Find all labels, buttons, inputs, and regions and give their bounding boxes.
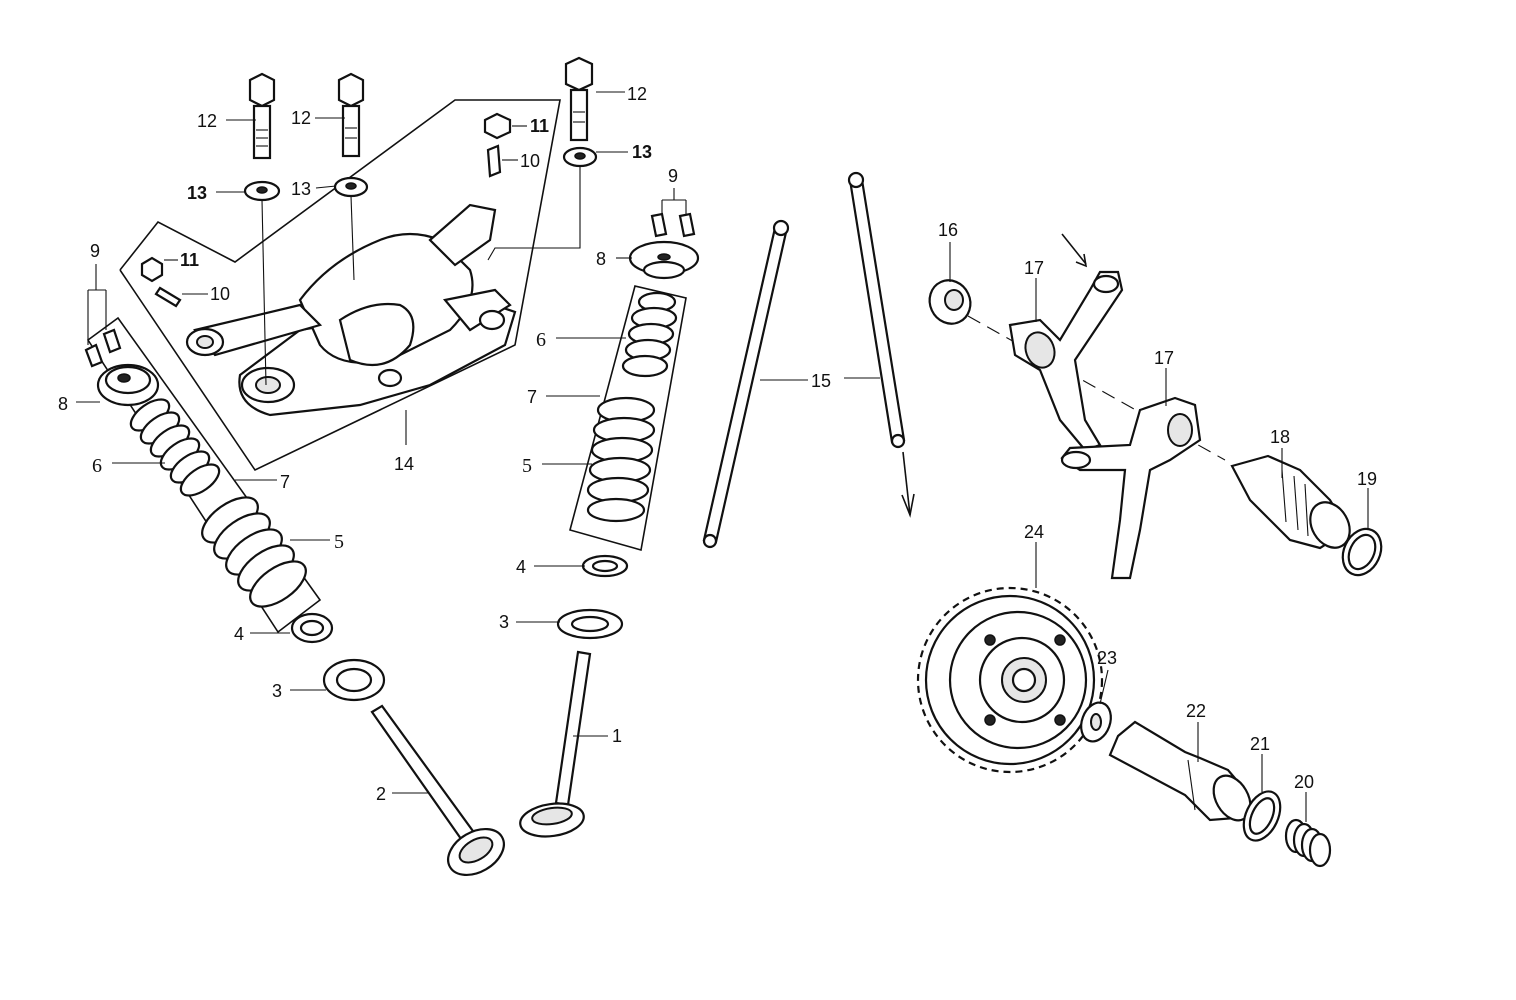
label-7-left: 7 <box>280 472 290 492</box>
label-12-right: 12 <box>627 84 647 104</box>
label-9-middle: 9 <box>668 166 678 186</box>
label-24: 24 <box>1024 522 1044 542</box>
label-18: 18 <box>1270 427 1290 447</box>
label-10-top: 10 <box>520 151 540 171</box>
nut-and-stud-top <box>483 112 512 178</box>
cam-follower-assembly <box>928 233 1383 580</box>
inner-spring-left <box>129 398 221 497</box>
label-5-middle: 5 <box>522 455 532 477</box>
label-21: 21 <box>1250 734 1270 754</box>
nut-and-stud-left <box>140 256 182 308</box>
label-12-left: 12 <box>197 111 217 131</box>
label-12-middle: 12 <box>291 108 311 128</box>
label-17-upper: 17 <box>1024 258 1044 278</box>
label-4-middle: 4 <box>516 557 526 577</box>
cam-gear-assembly <box>916 586 1332 868</box>
label-20: 20 <box>1294 772 1314 792</box>
label-22: 22 <box>1186 701 1206 721</box>
label-4-left: 4 <box>234 624 244 644</box>
leader-lines <box>76 91 1369 822</box>
label-19: 19 <box>1357 469 1377 489</box>
cam-gear <box>916 586 1104 774</box>
inner-spring-middle <box>621 291 678 378</box>
label-8-left: 8 <box>58 394 68 414</box>
label-17-lower: 17 <box>1154 348 1174 368</box>
label-10-left: 10 <box>210 284 230 304</box>
small-spring <box>1284 818 1332 868</box>
part-labels: 12 12 12 13 13 13 11 10 11 10 9 9 8 8 6 … <box>58 84 1377 804</box>
label-13-right: 13 <box>632 142 652 162</box>
label-23: 23 <box>1097 648 1117 668</box>
label-13-left: 13 <box>187 183 207 203</box>
bolt-and-washer-left <box>243 72 281 386</box>
outer-spring-middle <box>586 396 656 523</box>
rocker-arm-assembly <box>119 99 561 472</box>
label-6-left: 6 <box>92 455 102 477</box>
label-11-top: 11 <box>530 116 549 136</box>
left-valve-train <box>84 316 505 877</box>
label-2: 2 <box>376 784 386 804</box>
label-6-middle: 6 <box>536 329 546 351</box>
label-7-middle: 7 <box>527 387 537 407</box>
label-3-middle: 3 <box>499 612 509 632</box>
label-8-middle: 8 <box>596 249 606 269</box>
intake-valve <box>519 650 592 838</box>
push-rods <box>702 171 915 549</box>
bolt-and-washer-middle <box>333 72 369 281</box>
label-13-middle: 13 <box>291 179 311 199</box>
label-1: 1 <box>612 726 622 746</box>
label-5-left: 5 <box>334 531 344 553</box>
bolt-and-washer-right <box>487 56 598 261</box>
label-14: 14 <box>394 454 414 474</box>
label-11-left: 11 <box>180 250 199 270</box>
label-15: 15 <box>811 371 831 391</box>
exhaust-valve <box>370 704 505 877</box>
middle-valve-train <box>519 199 700 838</box>
label-16: 16 <box>938 220 958 240</box>
outer-spring-left <box>201 496 307 608</box>
label-9-left: 9 <box>90 241 100 261</box>
label-3-left: 3 <box>272 681 282 701</box>
